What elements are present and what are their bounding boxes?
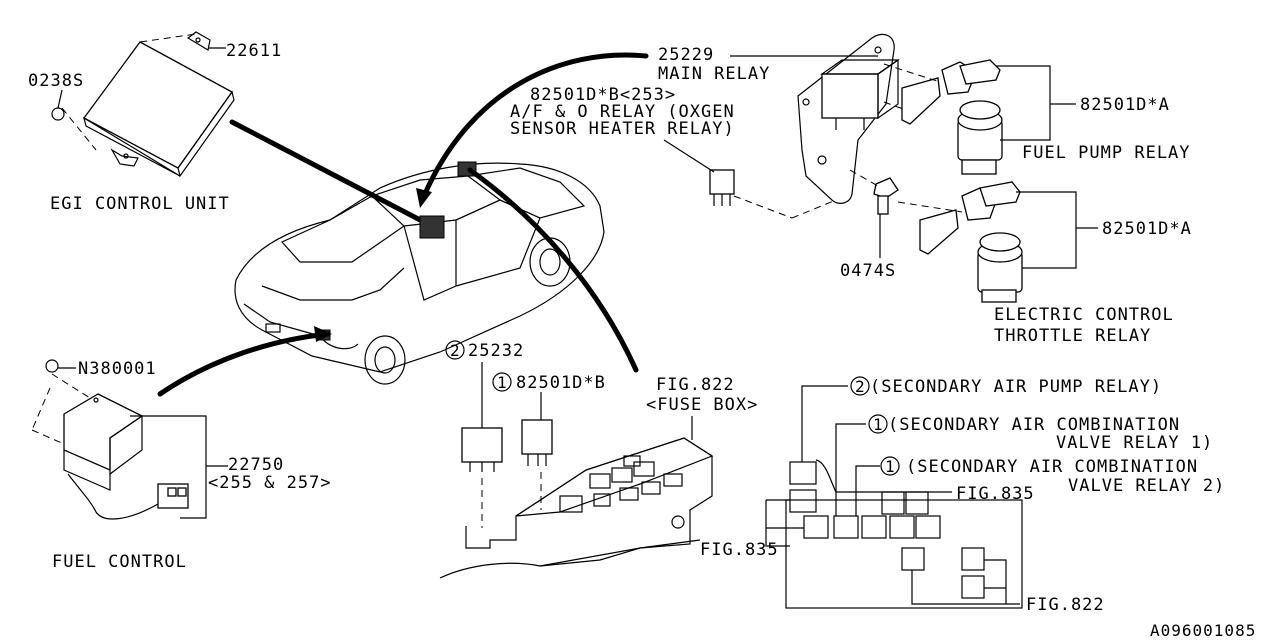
- arrow-head-icon: [416, 188, 432, 208]
- callout-number-sec-comb1: 1: [873, 415, 884, 434]
- relay-layout-schematic: [765, 385, 1023, 609]
- label-af-relay-line1: A/F & O RELAY (OXGEN: [510, 102, 735, 122]
- label-25232: 25232: [468, 341, 524, 361]
- label-etc-relay-line1: ELECTRIC CONTROL: [994, 305, 1174, 325]
- fuel-control-dash: [51, 373, 91, 399]
- label-af-relay-line2: SENSOR HEATER RELAY): [510, 119, 735, 139]
- fuel-control-dash: [31, 429, 65, 445]
- label-22611: 22611: [226, 41, 282, 61]
- label-sec-comb1-line1: (SECONDARY AIR COMBINATION: [888, 415, 1180, 435]
- bolt-0474s-icon: [873, 177, 899, 215]
- label-82501dbb: 82501D*B: [516, 373, 606, 393]
- egi-control-unit-drawing: [61, 31, 235, 178]
- callout-circle-2: [445, 340, 465, 360]
- label-etc-relay-line2: THROTTLE RELAY: [994, 326, 1151, 346]
- callout-circle-sec-comb1: [868, 414, 888, 434]
- fuel-pump-dash: [883, 101, 907, 111]
- label-fig835-right: FIG.835: [956, 484, 1035, 504]
- callout-number-1: 1: [497, 373, 508, 392]
- main-relay-location-line: [421, 52, 649, 199]
- relay-82501db-drawing: [521, 419, 553, 466]
- bracket-22750: [130, 415, 207, 519]
- leader-af-relay: [663, 139, 715, 173]
- label-egi-control-unit: EGI CONTROL UNIT: [50, 194, 230, 214]
- label-82501db-253: 82501D*B<253>: [530, 85, 676, 105]
- callout-circle-sec-pump: [850, 376, 870, 396]
- label-sec-comb2-line1: (SECONDARY AIR COMBINATION: [906, 457, 1198, 477]
- drawing-id: A096001085: [1150, 621, 1256, 640]
- af-relay-dash: [733, 195, 793, 219]
- label-fig822-bottom: FIG.822: [1026, 595, 1105, 615]
- bolt-0238s-icon: [51, 107, 65, 121]
- af-relay-drawing: [709, 169, 735, 206]
- fuse-box-location-line: [467, 167, 639, 373]
- label-25229: 25229: [658, 45, 714, 65]
- label-fig835-left: FIG.835: [700, 540, 779, 560]
- label-82501da-2: 82501D*A: [1102, 219, 1192, 239]
- fuel-control-dash: [31, 387, 51, 431]
- callout-number-sec-pump: 2: [855, 377, 866, 396]
- bracket-82501da-1: [996, 65, 1051, 141]
- label-main-relay: MAIN RELAY: [658, 64, 770, 84]
- vehicle-drawing: [234, 161, 605, 385]
- label-0474s: 0474S: [840, 261, 896, 281]
- egi-location-line: [229, 119, 427, 225]
- label-22750-sub: <255 & 257>: [208, 473, 332, 493]
- fuel-pump-dash: [883, 63, 941, 83]
- callout-number-2: 2: [450, 341, 461, 360]
- label-fig822: FIG.822: [656, 375, 735, 395]
- fuel-control-drawing: [63, 393, 189, 520]
- label-secondary-air-pump-relay: (SECONDARY AIR PUMP RELAY): [870, 377, 1162, 397]
- bolt-dash: [849, 169, 879, 187]
- arrow-head-icon: [314, 326, 332, 342]
- fuse-box-drawing: [439, 437, 714, 579]
- fuel-control-location-line: [157, 331, 331, 397]
- label-82501da-1: 82501D*A: [1080, 95, 1170, 115]
- nut-n380001-icon: [45, 359, 59, 373]
- label-22750: 22750: [228, 455, 284, 475]
- throttle-dash: [897, 201, 963, 213]
- leader-0238s: [57, 89, 63, 109]
- af-relay-dash: [791, 199, 837, 219]
- callout-circle-sec-comb2: [880, 456, 900, 476]
- fuel-pump-relay-drawing: [901, 59, 1003, 175]
- label-fuel-control: FUEL CONTROL: [52, 552, 187, 572]
- bracket-82501da-2: [1016, 191, 1077, 269]
- main-relay-bracket-drawing: [797, 33, 900, 204]
- callout-circle-1: [492, 372, 512, 392]
- label-n380001: N380001: [78, 359, 157, 379]
- label-fuel-pump-relay: FUEL PUMP RELAY: [1022, 143, 1191, 163]
- label-0238s: 0238S: [28, 71, 84, 91]
- label-sec-comb1-line2: VALVE RELAY 1): [1056, 433, 1213, 453]
- throttle-relay-drawing: [919, 181, 1023, 303]
- callout-number-sec-comb2: 1: [885, 457, 896, 476]
- label-sec-comb2-line2: VALVE RELAY 2): [1068, 476, 1225, 496]
- relay-25232-drawing: [461, 427, 503, 472]
- label-fuse-box: <FUSE BOX>: [646, 395, 758, 415]
